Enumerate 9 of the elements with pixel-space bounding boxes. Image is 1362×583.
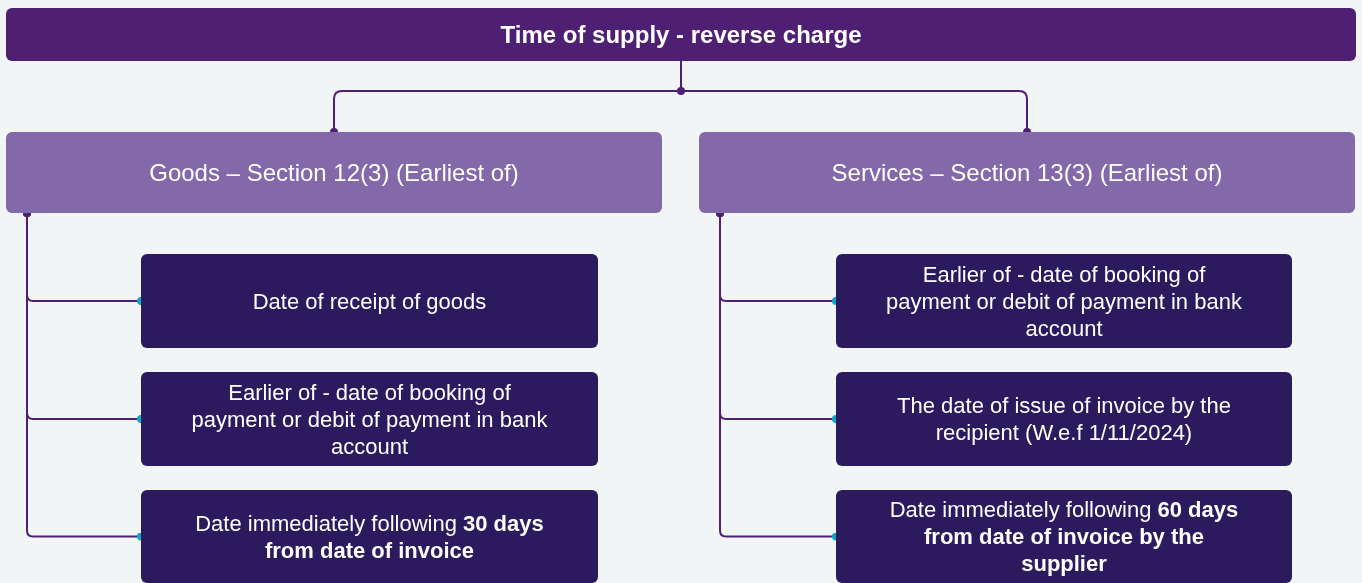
title-bar: Time of supply - reverse charge — [6, 8, 1356, 61]
item-box: The date of issue of invoice by the recipient (W.e.f 1/11/2024) — [836, 372, 1292, 466]
item-box: Date of receipt of goods — [141, 254, 598, 348]
item-box: Date immediately following 30 days from date of invoice — [141, 490, 598, 583]
item-box: Earlier of - date of booking of payment or debit of payment in bank account — [141, 372, 598, 466]
item-box: Earlier of - date of booking of payment or debit of payment in bank account — [836, 254, 1292, 348]
item-box: Date immediately following 60 days from date of invoice by the supplier — [836, 490, 1292, 583]
section-box: Goods – Section 12(3) (Earliest of) — [6, 132, 662, 213]
section-box: Services – Section 13(3) (Earliest of) — [699, 132, 1355, 213]
